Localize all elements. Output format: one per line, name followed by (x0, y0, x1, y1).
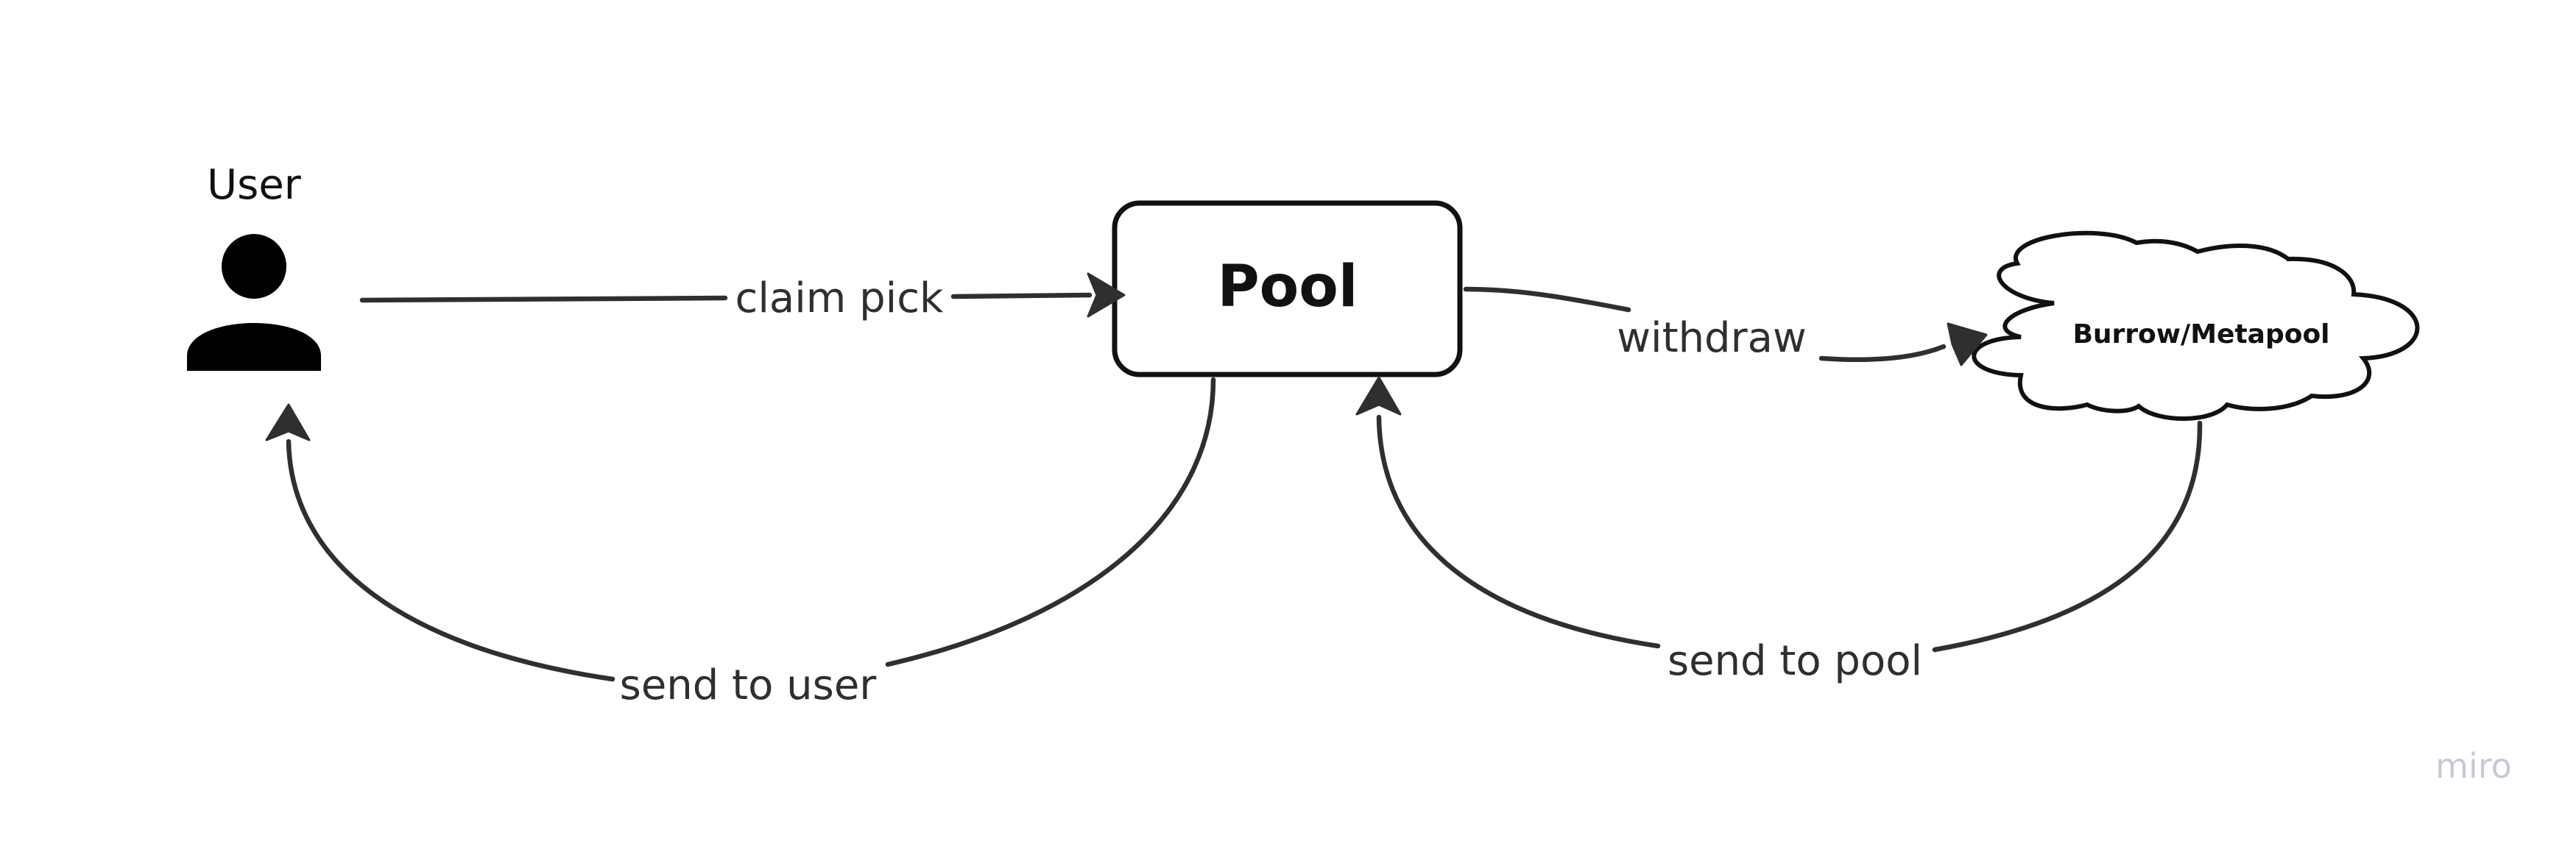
withdraw-line-left (1463, 286, 1631, 313)
send-to-pool-arrowhead (1355, 376, 1402, 416)
send-to-user-label: send to user (620, 661, 878, 709)
user-node[interactable]: User (187, 161, 321, 371)
burrow-metapool-label: Burrow/Metapool (2072, 319, 2329, 349)
withdraw-line-right (1818, 344, 1947, 363)
send-to-user-line-right (885, 377, 1216, 667)
send-to-pool-label: send to pool (1668, 637, 1922, 685)
user-icon (187, 234, 321, 371)
edge-send-to-pool[interactable]: send to pool (1355, 376, 2203, 685)
claim-pick-arrowhead (1087, 272, 1126, 318)
send-to-pool-line-right (1932, 420, 2203, 653)
edge-claim-pick[interactable]: claim pick (359, 272, 1126, 322)
user-label: User (207, 161, 302, 209)
edge-withdraw[interactable]: withdraw (1463, 286, 1988, 366)
burrow-metapool-node[interactable]: Burrow/Metapool (1972, 230, 2420, 421)
send-to-user-line-left (286, 439, 615, 682)
claim-pick-line-right (950, 292, 1093, 299)
withdraw-arrowhead (1947, 322, 1988, 366)
miro-watermark: miro (2435, 746, 2512, 786)
edge-send-to-user[interactable]: send to user (265, 377, 1216, 709)
send-to-user-arrowhead (265, 403, 311, 441)
claim-pick-line-left (359, 295, 728, 303)
send-to-pool-line-left (1376, 414, 1661, 649)
pool-label: Pool (1217, 254, 1358, 320)
pool-node[interactable]: Pool (1112, 200, 1463, 377)
withdraw-label: withdraw (1617, 314, 1807, 362)
claim-pick-label: claim pick (735, 274, 944, 322)
cloud-shape (1972, 230, 2420, 421)
